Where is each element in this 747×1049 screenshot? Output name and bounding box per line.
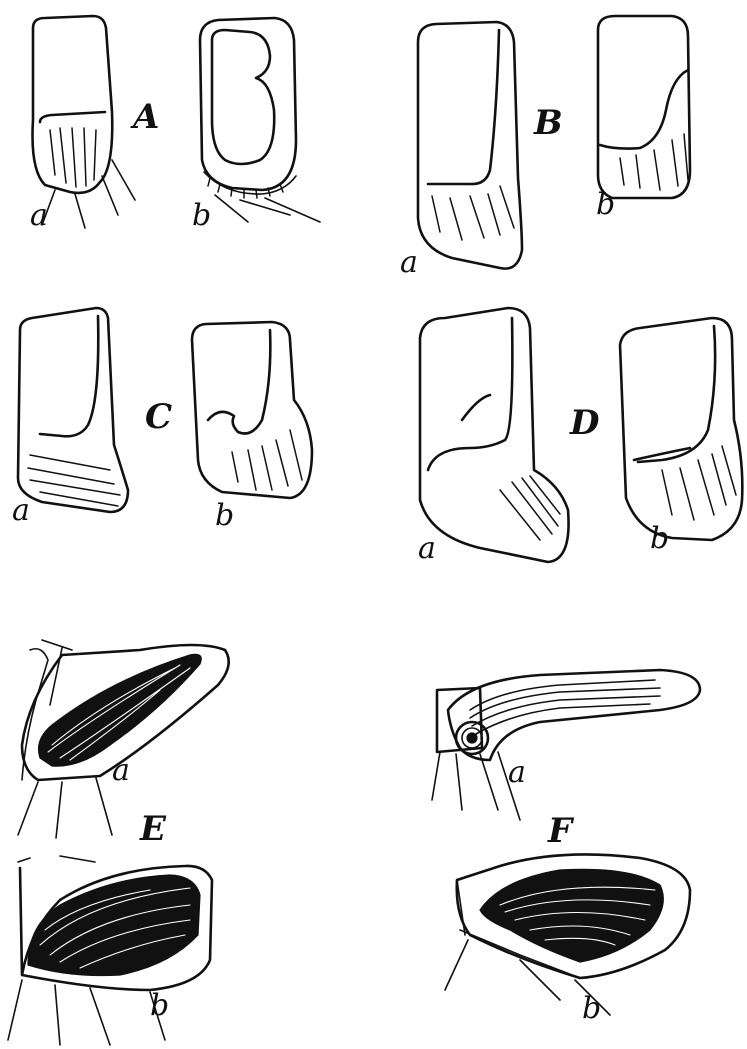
figure-A-label: A	[130, 97, 159, 137]
figure-C-sub-a: a	[12, 493, 30, 528]
figure-E: E a b	[8, 640, 229, 1045]
figure-C-b-drawing	[192, 322, 312, 498]
figure-B-b-drawing	[598, 16, 690, 198]
figure-B-sub-a: a	[400, 245, 418, 280]
figure-F-label: F	[547, 811, 575, 851]
figure-F-a-drawing	[432, 670, 700, 820]
figure-E-sub-b: b	[150, 988, 169, 1023]
figure-C-sub-b: b	[215, 498, 234, 533]
figure-E-b-drawing	[8, 856, 212, 1045]
figure-C: C a b	[12, 308, 312, 533]
figure-C-a-drawing	[18, 308, 128, 512]
figure-D-sub-a: a	[418, 531, 436, 566]
figure-C-label: C	[145, 397, 172, 437]
figure-A-sub-a: a	[30, 198, 48, 233]
figure-F-b-drawing	[445, 854, 690, 1015]
figure-E-sub-a: a	[112, 753, 130, 788]
figure-E-a-drawing	[18, 640, 229, 838]
figure-F-sub-a: a	[508, 755, 526, 790]
figure-F: F a b	[432, 670, 700, 1026]
figure-A-a-drawing	[33, 16, 136, 228]
figure-D-a-drawing	[420, 308, 569, 562]
figure-F-sub-b: b	[582, 991, 601, 1026]
figure-A: A a b	[30, 16, 320, 233]
figure-D-label: D	[569, 403, 600, 443]
figure-D-sub-b: b	[650, 521, 669, 556]
figure-B-sub-b: b	[596, 187, 615, 222]
figure-B: B a b	[400, 16, 690, 280]
figure-E-label: E	[139, 809, 167, 849]
figure-D: D a b	[418, 308, 742, 566]
figure-D-b-drawing	[620, 318, 742, 540]
figure-B-a-drawing	[418, 22, 522, 269]
figure-B-label: B	[533, 103, 563, 143]
figure-A-sub-b: b	[192, 198, 211, 233]
figure-A-b-drawing	[200, 18, 320, 222]
